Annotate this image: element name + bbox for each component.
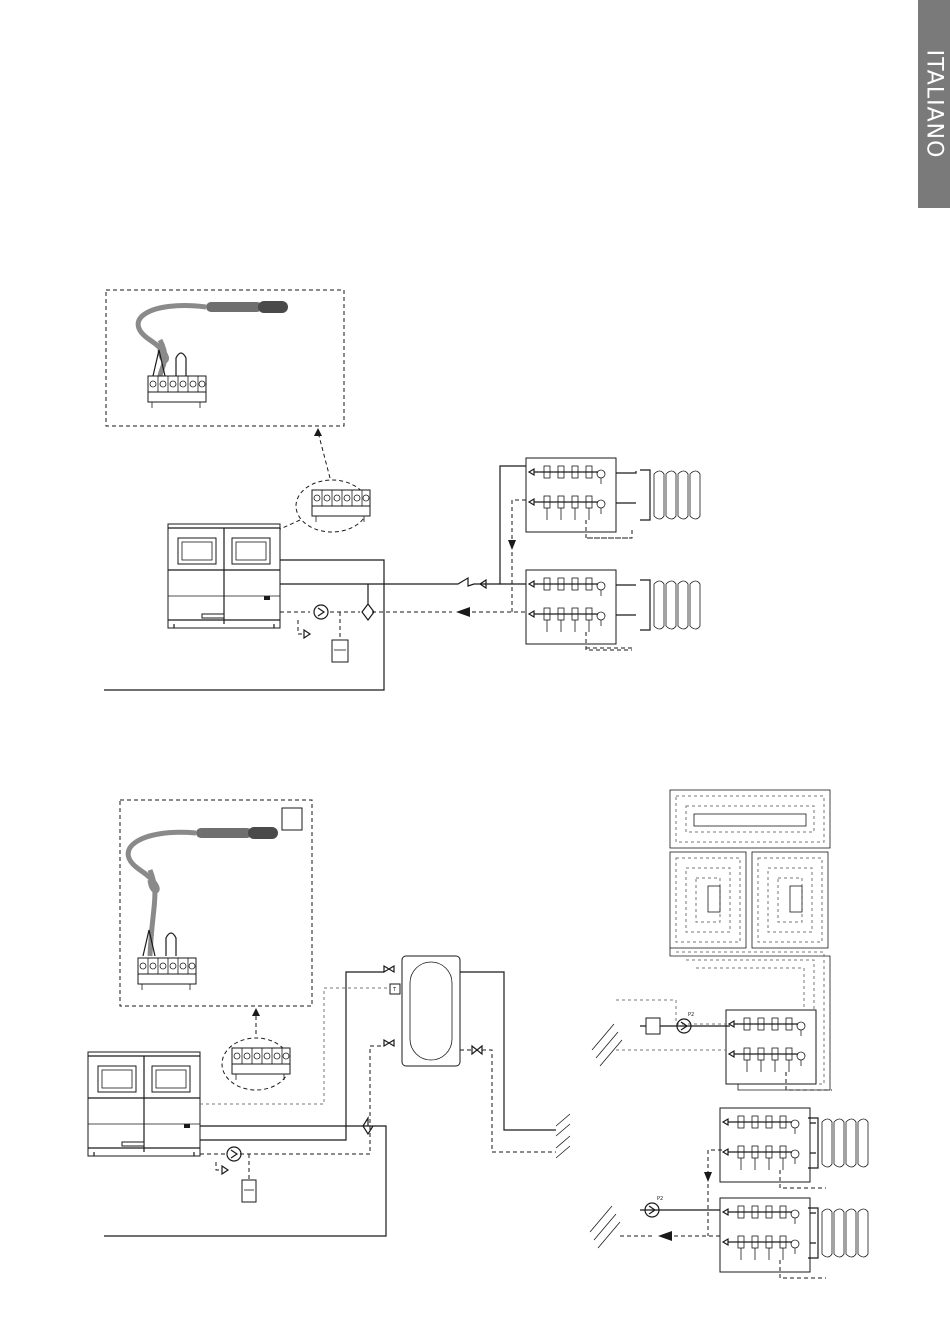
pump-label: P2	[657, 1196, 663, 1202]
temperature-probe	[138, 301, 288, 376]
temperature-probe	[128, 827, 278, 956]
terminal-block	[148, 376, 206, 408]
mixing-valve	[646, 1018, 660, 1034]
stove-boiler	[168, 524, 280, 628]
radiator-lower	[808, 1208, 868, 1258]
stove-boiler	[88, 1052, 200, 1156]
manifold-lower	[720, 1198, 826, 1278]
pump	[227, 1147, 241, 1161]
diagram-1	[104, 290, 700, 690]
manifold-upper	[720, 1108, 826, 1188]
manifold-floor	[726, 1010, 832, 1090]
radiator-lower	[640, 580, 700, 630]
radiator-upper	[640, 470, 700, 520]
reference-square	[282, 808, 302, 830]
pump-label: P2	[688, 1012, 694, 1018]
pump	[314, 605, 328, 619]
radiator-upper	[808, 1118, 868, 1168]
manifold-upper	[526, 458, 632, 538]
diagram-2: T	[88, 790, 868, 1278]
expansion-vessel	[332, 640, 348, 662]
storage-tank	[402, 956, 460, 1066]
terminal-block	[138, 958, 196, 990]
expansion-vessel	[242, 1180, 256, 1202]
manifold-lower	[526, 570, 632, 650]
